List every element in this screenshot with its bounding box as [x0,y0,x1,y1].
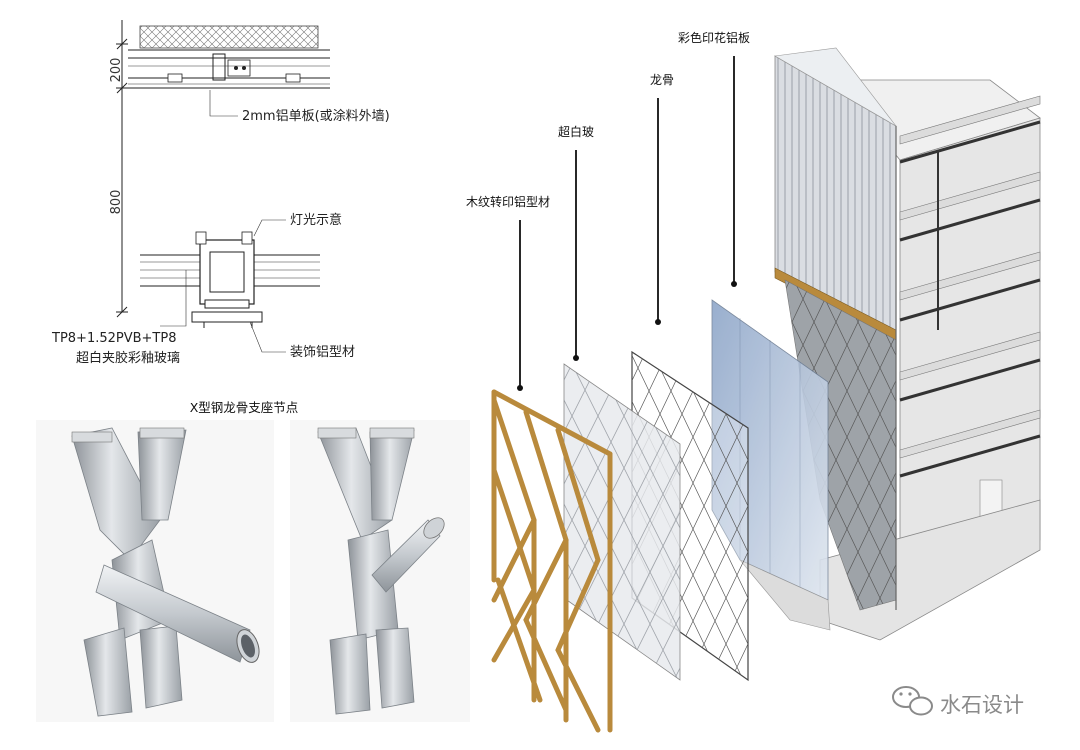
exploded-diagram: 木纹转印铝型材 超白玻 龙骨 彩色印花铝板 [466,30,1041,733]
dim-200: 200 [109,58,124,83]
layer-wood-aluminum [491,389,613,733]
label-wood-aluminum: 木纹转印铝型材 [466,194,550,209]
dim-800: 800 [109,190,124,215]
node-render-left [36,420,274,722]
section-detail: 200 800 2mm铝单板(或涂料外墙) 灯光示意 装饰铝型材 TP8+1.5… [51,20,390,366]
node-title: X型钢龙骨支座节点 [190,400,299,415]
insulation-layer [139,25,319,49]
steel-tube-branch [371,519,441,593]
decorative-profile [199,239,255,305]
note-aluminum-panel: 2mm铝单板(或涂料外墙) [242,108,390,124]
wechat-icon [892,686,933,716]
note-decorative-profile: 装饰铝型材 [290,345,355,360]
top-bracket [212,53,226,81]
label-printed-aluminum: 彩色印花铝板 [678,30,750,45]
watermark: 水石设计 [892,686,1024,717]
node-render-right [290,420,470,722]
steel-tube [95,564,251,663]
note-light: 灯光示意 [290,212,342,228]
note-glass-type: 超白夹胶彩釉玻璃 [76,350,180,366]
label-keel: 龙骨 [650,73,674,87]
note-glass-spec: TP8+1.52PVB+TP8 [51,331,176,346]
watermark-text: 水石设计 [940,693,1024,717]
label-ultra-clear-glass: 超白玻 [558,124,594,139]
label-leaders [519,56,735,386]
